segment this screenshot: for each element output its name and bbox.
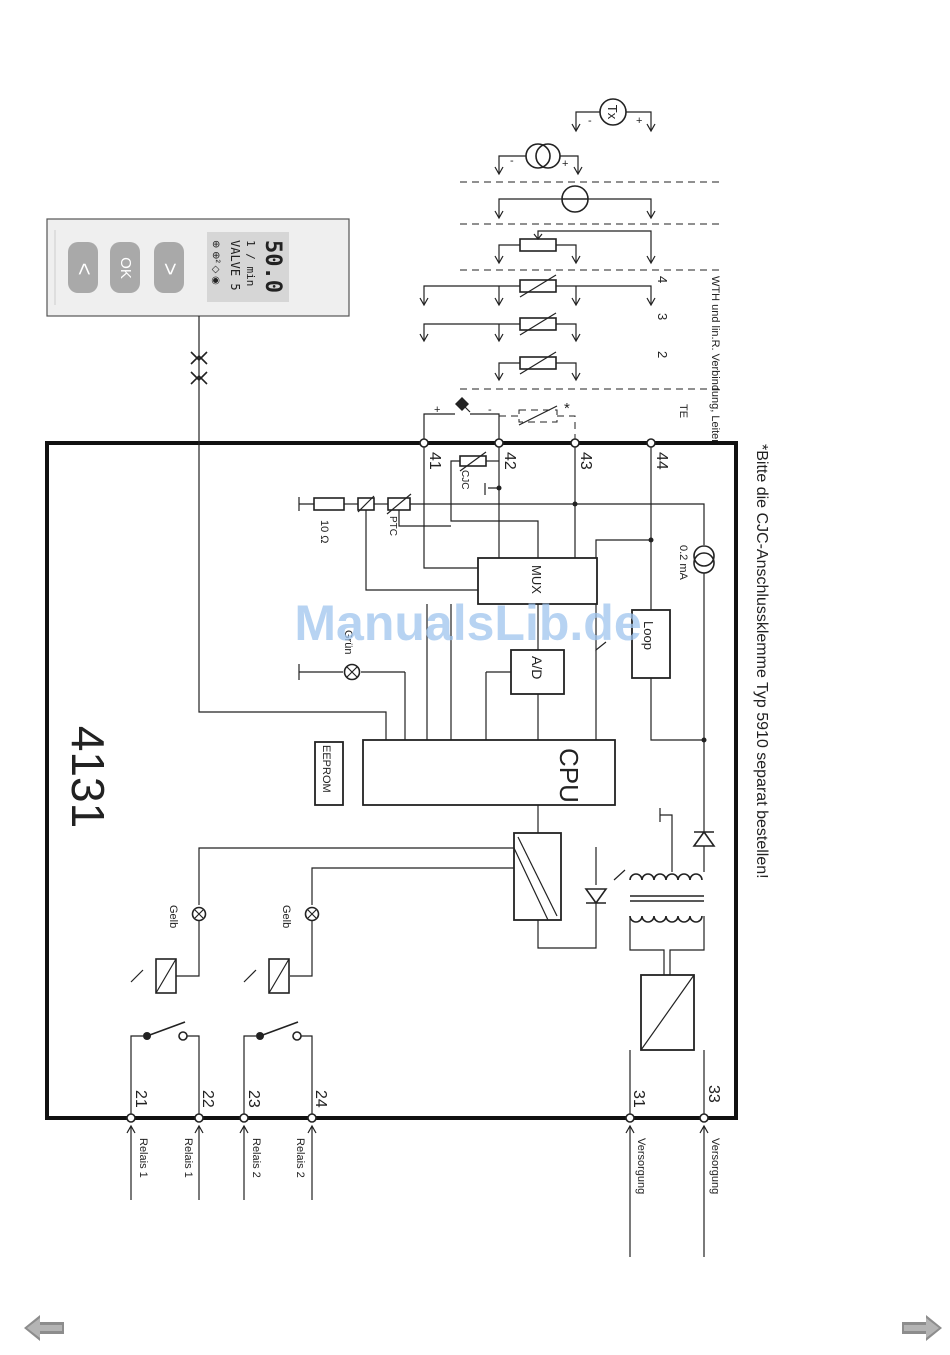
cs-minus: -	[510, 155, 514, 167]
terminal-44[interactable]	[646, 438, 656, 448]
led-yellow-1-icon	[191, 906, 207, 922]
terminal-24[interactable]	[307, 1113, 317, 1123]
terminal-21[interactable]	[126, 1113, 136, 1123]
arrow-left-icon	[24, 1315, 64, 1341]
wire-4-label: 4	[655, 276, 670, 283]
rectifier-diode-icon	[584, 888, 608, 905]
star-marker: *	[564, 400, 570, 417]
wire-2-label: 2	[655, 351, 670, 358]
resistor-label: 10 Ω	[318, 520, 330, 544]
relais-1b-label: Relais 1	[182, 1138, 194, 1178]
arrow-right-icon	[902, 1315, 942, 1341]
tx-minus: -	[588, 115, 592, 127]
prev-page-button[interactable]	[24, 1313, 66, 1343]
relay-coil-1-icon	[155, 958, 177, 994]
wire-count-labels: 4 3 2 WTH und lin.R. Verbindung, Leiter …	[655, 276, 721, 443]
lcd-unit: 1 / min	[244, 240, 257, 286]
terminal-24-label: 24	[312, 1090, 329, 1108]
current-source-internal-icon	[693, 545, 715, 567]
reference-resistor-icon	[313, 497, 345, 511]
cpu-block: CPU	[362, 739, 616, 806]
cjc-terminal-icon	[518, 409, 558, 423]
tc-plus: +	[434, 404, 440, 416]
relay-coil-2-icon	[268, 958, 290, 994]
terminal-23-label: 23	[245, 1090, 262, 1108]
internal-wiring: CJC 10 Ω PTC	[130, 360, 716, 1115]
relais-2b-label: Relais 2	[294, 1138, 306, 1178]
bidirectional-link-icon	[190, 316, 208, 385]
led-yellow-2-icon	[304, 906, 320, 922]
eeprom-label: EEPROM	[320, 745, 332, 793]
cpu-label: CPU	[554, 748, 584, 803]
display-panel: < OK > 50.0 1 / min VALVE 5 ⊕ ⊕² ◇ ◉	[46, 218, 350, 317]
device-enclosure	[45, 441, 738, 1120]
watermark: ManualsLib.de	[294, 595, 641, 651]
terminal-31[interactable]	[625, 1113, 635, 1123]
led-green-icon	[343, 663, 361, 681]
adc-label: A/D	[529, 656, 545, 679]
terminal-41[interactable]	[419, 438, 429, 448]
led-yellow-1-label: Gelb	[167, 905, 179, 928]
diode-icon	[692, 830, 716, 847]
terminal-44-label: 44	[653, 452, 670, 470]
relais-1a-label: Relais 1	[137, 1138, 149, 1178]
transformer-icon	[629, 873, 705, 975]
output-terminals: 21 22 23 24 31 33 Relais 1 Relais 1 Rela…	[126, 1085, 722, 1257]
versorgung-a-label: Versorgung	[635, 1138, 647, 1194]
led-yellow-2-label: Gelb	[280, 905, 292, 928]
terminal-43[interactable]	[570, 438, 580, 448]
lcd-status-icon-row: ⊕ ⊕² ◇ ◉	[210, 240, 221, 285]
lcd-status-icons: ⊕ ⊕² ◇ ◉	[210, 240, 221, 285]
forward-icon: >	[158, 263, 183, 276]
ok-label: OK	[117, 257, 134, 279]
wire-note-label: WTH und lin.R. Verbindung, Leiter	[709, 276, 721, 443]
tc-minus: -	[488, 404, 492, 416]
terminal-31-label: 31	[630, 1090, 647, 1108]
terminal-33[interactable]	[699, 1113, 709, 1123]
relais-2a-label: Relais 2	[250, 1138, 262, 1178]
loop-label: Loop	[641, 621, 656, 650]
terminal-41-label: 41	[426, 452, 443, 470]
lcd-value: 50.0	[260, 240, 285, 293]
terminal-21-label: 21	[132, 1090, 149, 1108]
terminal-43-label: 43	[577, 452, 594, 470]
cs-plus: +	[562, 158, 568, 170]
adc-block: A/D	[510, 649, 565, 695]
forward-button[interactable]	[154, 242, 184, 293]
wire-3-label: 3	[655, 313, 670, 320]
led-green-label: Grün	[342, 630, 354, 654]
versorgung-b-label: Versorgung	[709, 1138, 721, 1194]
lcd-screen	[207, 232, 289, 302]
lcd-tag: VALVE 5	[228, 240, 242, 291]
current-source-icon	[525, 143, 551, 169]
mux-label: MUX	[529, 565, 544, 594]
tx-plus: +	[636, 115, 642, 127]
sensor-inputs: Tx - + - +	[419, 98, 722, 443]
current-source-label: 0.2 mA	[677, 545, 689, 581]
back-button[interactable]	[68, 242, 98, 293]
cjc-label: CJC	[459, 470, 470, 489]
model-number: 4131	[62, 726, 114, 828]
terminal-22[interactable]	[194, 1113, 204, 1123]
input-terminals: 41 42 43 44	[419, 438, 670, 470]
mux-block: MUX	[477, 557, 598, 605]
potentiometer-icon	[519, 238, 557, 252]
terminal-33-label: 33	[705, 1085, 722, 1103]
eeprom-block: EEPROM	[314, 741, 344, 806]
relay-driver-block	[513, 832, 562, 921]
terminal-42-label: 42	[501, 452, 518, 470]
back-icon: <	[72, 263, 97, 276]
terminal-22-label: 22	[199, 1090, 216, 1108]
te-label: TE	[677, 404, 689, 418]
ok-button[interactable]	[110, 242, 140, 293]
thermocouple-junction-icon	[455, 397, 469, 411]
ptc-label: PTC	[387, 516, 398, 536]
terminal-42[interactable]	[494, 438, 504, 448]
cjc-order-note: *Bitte die CJC-Anschlussklemme Typ 5910 …	[753, 444, 770, 879]
next-page-button[interactable]	[900, 1313, 942, 1343]
loop-block: Loop	[631, 609, 671, 679]
terminal-23[interactable]	[239, 1113, 249, 1123]
tx-label: Tx	[605, 105, 620, 120]
